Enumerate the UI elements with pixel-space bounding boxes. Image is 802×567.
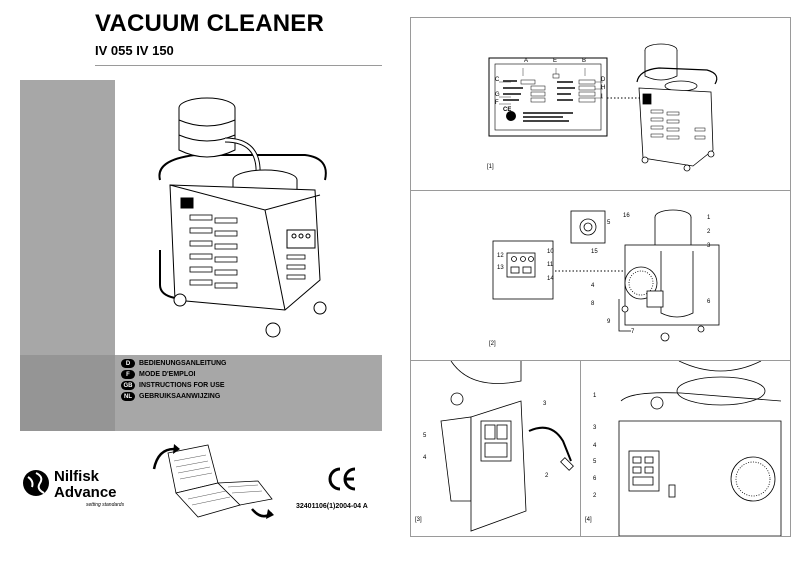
cover-band-top-left: [20, 80, 115, 355]
language-row-de: D BEDIENUNGSANLEITUNG: [121, 358, 227, 369]
callout-label: 10: [547, 249, 554, 255]
callout-label: 4: [591, 283, 595, 289]
brand-name-line2: Advance: [54, 484, 117, 501]
document-code: 32401106(1)2004-04 A: [296, 503, 368, 510]
callout-label: 4: [423, 455, 427, 461]
figure-1-panel: CE A E B C G F D H I [1]: [410, 17, 791, 192]
booklet-fold-illustration: [152, 444, 274, 519]
callout-label: D: [601, 77, 606, 83]
callout-label: 13: [497, 265, 504, 271]
callout-label: 8: [591, 301, 595, 307]
figure-label: [1]: [487, 164, 494, 170]
cover-band-bottom-left: [20, 355, 115, 431]
control-panel-closeup-illustration: [618, 361, 782, 536]
callout-label: F: [495, 100, 499, 106]
language-label: GEBRUIKSAANWIJZING: [139, 393, 221, 400]
callout-label: B: [582, 58, 587, 64]
components-illustration: [492, 209, 720, 342]
callout-label: C: [495, 77, 500, 83]
vacuum-cleaner-illustration: [158, 97, 327, 338]
callout-label: H: [601, 85, 606, 91]
language-code-badge: GB: [121, 381, 135, 390]
callout-label: 5: [593, 459, 597, 465]
callout-label: I: [601, 94, 603, 100]
callout-label: A: [524, 58, 529, 64]
callout-label: 12: [497, 253, 504, 259]
language-label: BEDIENUNGSANLEITUNG: [139, 360, 227, 367]
brand-name-line1: Nilfisk: [54, 468, 100, 485]
language-row-nl: NL GEBRUIKSAANWIJZING: [121, 391, 220, 402]
callout-label: 11: [547, 262, 554, 268]
svg-text:CE: CE: [503, 107, 511, 113]
callout-label: 3: [543, 401, 547, 407]
callout-label: 1: [593, 393, 597, 399]
callout-label: G: [495, 92, 500, 98]
language-row-fr: F MODE D'EMPLOI: [121, 369, 196, 380]
cover-subtitle: IV 055 IV 150: [95, 43, 174, 58]
title-rule: [95, 65, 382, 66]
callout-label: 6: [593, 476, 597, 482]
brand-tagline: setting standards: [86, 502, 125, 508]
nilfisk-logo-icon: [23, 470, 49, 496]
callout-label: E: [553, 58, 558, 64]
cover-title: VACUUM CLEANER: [95, 10, 325, 37]
callout-label: 9: [607, 319, 611, 325]
callout-label: 5: [607, 220, 611, 226]
callout-label: 6: [707, 299, 711, 305]
callout-label: 15: [591, 249, 598, 255]
language-code-badge: F: [121, 370, 135, 379]
callout-label: 7: [631, 329, 635, 335]
figure-2-panel: 12 13 10 11 14 5 16 15 4 8 9 7 1 2 3 6 […: [410, 190, 791, 362]
figure-label: [2]: [489, 341, 496, 347]
language-code-badge: NL: [121, 392, 135, 401]
callout-label: 3: [707, 243, 711, 249]
ce-mark-icon: [328, 467, 356, 491]
door-open-illustration: [440, 361, 574, 532]
callout-label: 16: [623, 213, 630, 219]
callout-label: 3: [593, 425, 597, 431]
figure-label: [4]: [585, 517, 592, 523]
rating-plate-illustration: CE: [488, 43, 718, 172]
language-label: INSTRUCTIONS FOR USE: [139, 382, 225, 389]
language-row-gb: GB INSTRUCTIONS FOR USE: [121, 380, 225, 391]
language-label: MODE D'EMPLOI: [139, 371, 196, 378]
callout-label: 1: [707, 215, 711, 221]
language-code-badge: D: [121, 359, 135, 368]
callout-label: 14: [547, 276, 554, 282]
figure-label: [3]: [415, 517, 422, 523]
callout-label: 2: [545, 473, 549, 479]
figure-3-panel: 3 5 4 2 [3]: [410, 360, 582, 537]
figure-4-panel: 1 3 4 5 6 2 [4]: [580, 360, 791, 537]
callout-label: 2: [707, 229, 711, 235]
callout-label: 2: [593, 493, 597, 499]
callout-label: 5: [423, 433, 427, 439]
callout-label: 4: [593, 443, 597, 449]
